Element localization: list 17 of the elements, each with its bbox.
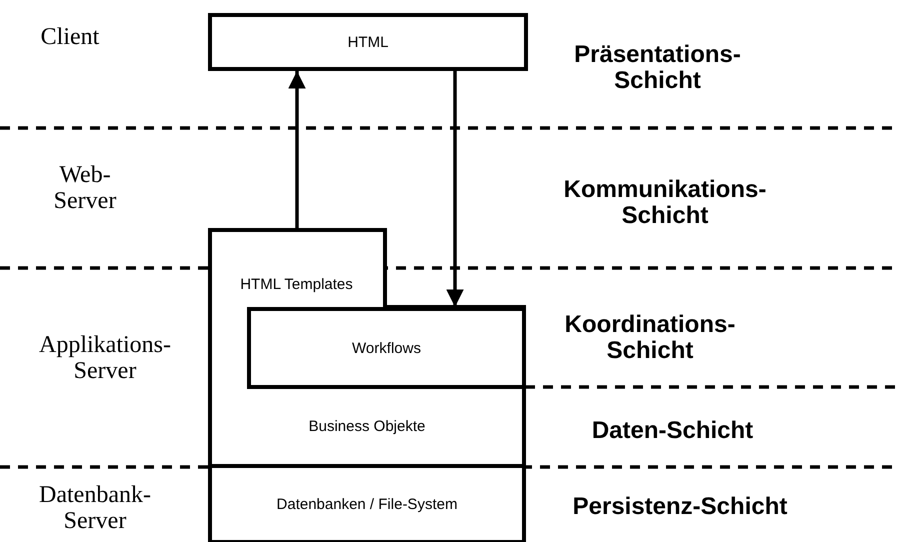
box-label: Business Objekte [308, 418, 426, 435]
tier-name: Client [40, 24, 100, 50]
layer-name: Persistenz-Schicht [572, 494, 788, 520]
layer-name: Koordinations- Schicht [564, 312, 736, 365]
tier-name: Web- Server [52, 162, 118, 215]
tier-name: Datenbank- Server [38, 482, 152, 535]
box-label: HTML [348, 34, 388, 50]
layer-name: Präsentations- Schicht [573, 42, 742, 95]
box-label: Datenbanken / File-System [276, 496, 458, 512]
process-box [208, 13, 528, 71]
layer-name: Kommunikations- Schicht [562, 177, 768, 230]
arrow [446, 71, 464, 307]
arrow [288, 71, 306, 228]
layer-name: Daten-Schicht [590, 418, 754, 444]
tier-name: Applikations- Server [38, 332, 172, 385]
box-label: HTML Templates [239, 276, 354, 293]
box-label: Workflows [352, 340, 421, 356]
